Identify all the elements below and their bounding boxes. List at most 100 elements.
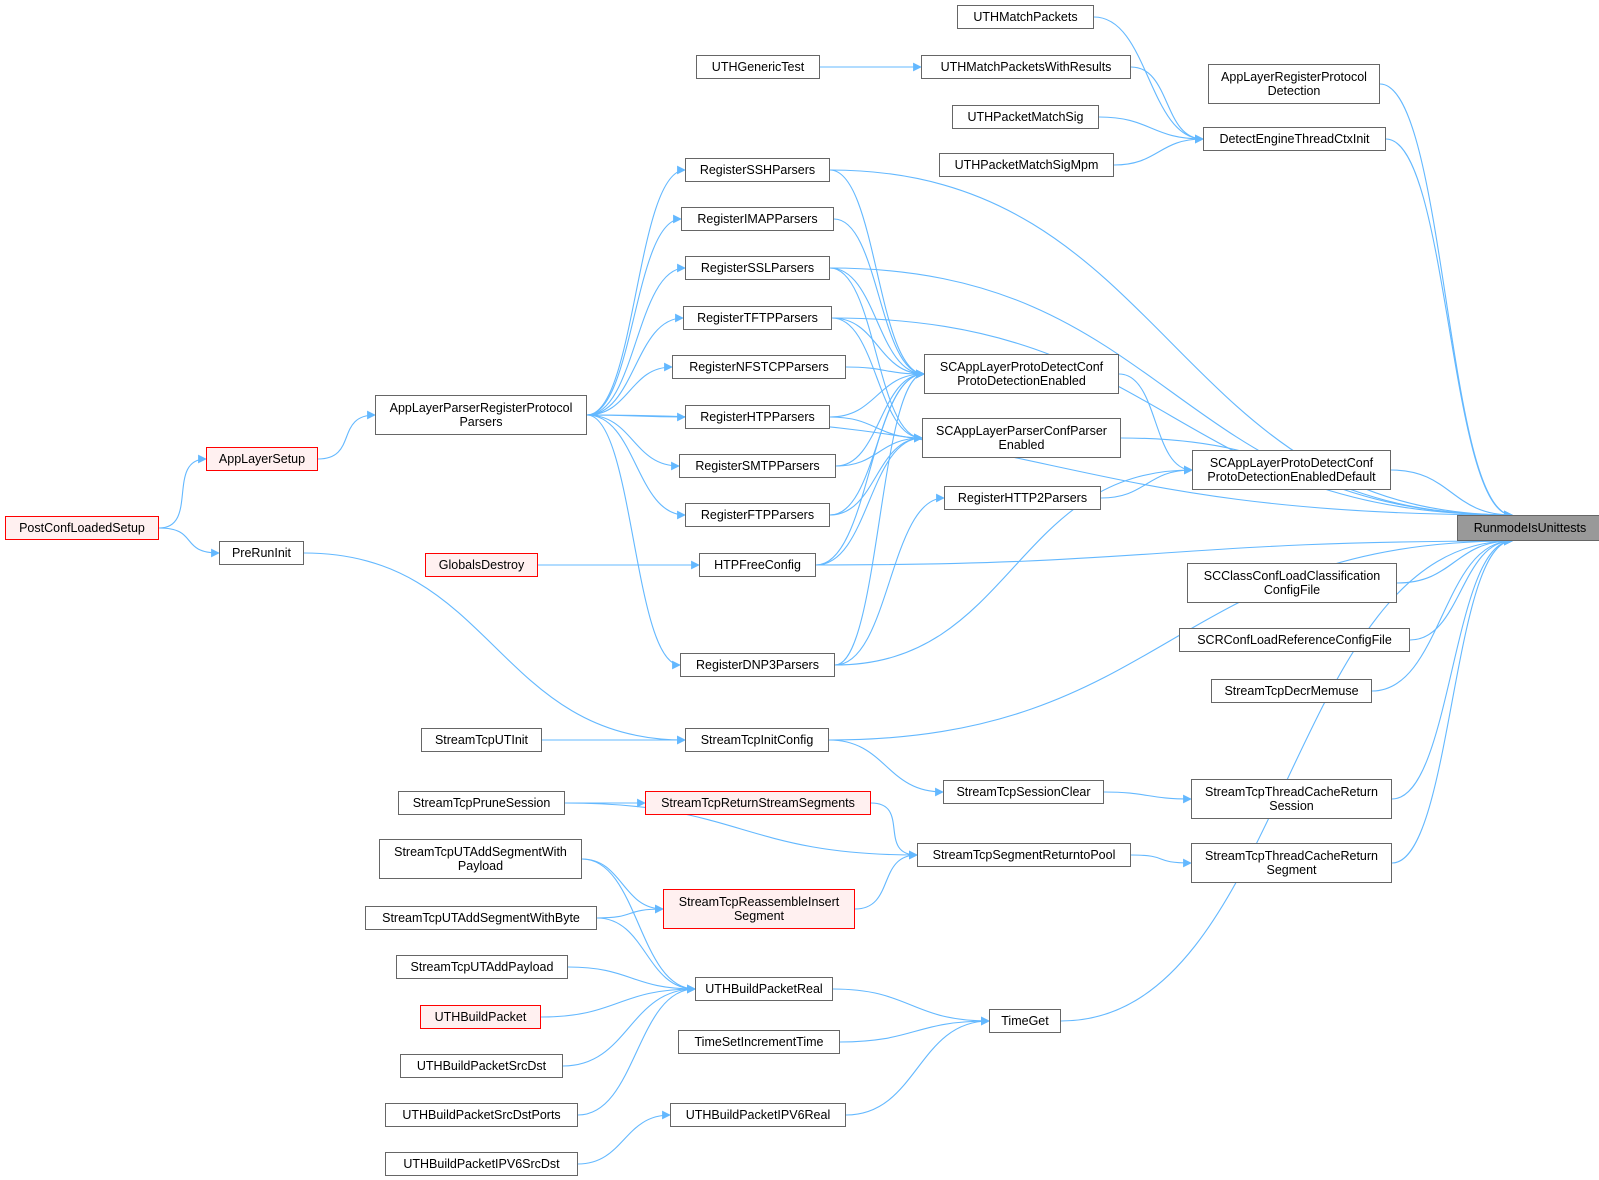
- edge-alparser-to-tftp: [586, 313, 684, 416]
- edge-postconf-to-prerun: [158, 527, 220, 558]
- edge-alparser-to-imap: [586, 214, 682, 416]
- node-uthsigmpm[interactable]: UTHPacketMatchSigMpm: [939, 153, 1114, 177]
- edge-tftp-to-root: [831, 317, 1513, 520]
- node-utaddpay[interactable]: StreamTcpUTAddPayload: [396, 955, 568, 979]
- edge-scdetect-to-scdetectdef: [1118, 373, 1193, 475]
- node-uthgeneric[interactable]: UTHGenericTest: [696, 55, 820, 79]
- edge-scref-to-root: [1409, 536, 1513, 641]
- node-ipv6srcdst[interactable]: UTHBuildPacketIPV6SrcDst: [385, 1152, 578, 1176]
- edge-buildpkt-to-buildreal: [540, 984, 696, 1018]
- edge-ssl-to-scdetect: [829, 267, 925, 379]
- edge-dnp3-to-http2: [834, 493, 945, 666]
- node-cacheseg[interactable]: StreamTcpThreadCacheReturn Segment: [1191, 843, 1392, 883]
- node-nfs[interactable]: RegisterNFSTCPParsers: [672, 355, 846, 379]
- node-timeget[interactable]: TimeGet: [989, 1009, 1061, 1033]
- node-buildreal[interactable]: UTHBuildPacketReal: [695, 977, 833, 1001]
- edge-srcdst-to-buildreal: [562, 984, 696, 1067]
- node-srcdstports[interactable]: UTHBuildPacketSrcDstPorts: [385, 1103, 578, 1127]
- edge-addbyte-to-buildreal: [596, 917, 696, 994]
- node-prerun[interactable]: PreRunInit: [219, 541, 304, 565]
- node-ipv6real[interactable]: UTHBuildPacketIPV6Real: [670, 1103, 846, 1127]
- edge-segpool-to-cacheseg: [1130, 854, 1192, 868]
- node-uthmatchres[interactable]: UTHMatchPacketsWithResults: [921, 55, 1131, 79]
- edge-htp-to-scparser: [829, 416, 923, 443]
- node-htpfree[interactable]: HTPFreeConfig: [699, 553, 816, 577]
- edge-cacheseg-to-root: [1391, 536, 1513, 864]
- node-scref[interactable]: SCRConfLoadReferenceConfigFile: [1179, 628, 1410, 652]
- node-scdetectdef[interactable]: SCAppLayerProtoDetectConf ProtoDetection…: [1192, 450, 1391, 490]
- edge-alparser-to-dnp3: [586, 414, 681, 670]
- node-uthsig[interactable]: UTHPacketMatchSig: [952, 105, 1099, 129]
- edge-uthmatch-to-detectctx: [1093, 16, 1204, 144]
- edge-initconf-to-root: [828, 536, 1513, 741]
- edge-cachesess-to-root: [1391, 536, 1513, 800]
- edge-reasm-to-segpool: [854, 850, 918, 910]
- edge-ssl-to-scparser: [829, 267, 923, 443]
- edge-nfs-to-scdetect: [845, 366, 925, 379]
- node-ssl[interactable]: RegisterSSLParsers: [685, 256, 830, 280]
- node-buildpkt[interactable]: UTHBuildPacket: [420, 1005, 541, 1029]
- edge-scdetectdef-to-root: [1390, 469, 1513, 520]
- node-retsegs[interactable]: StreamTcpReturnStreamSegments: [645, 791, 871, 815]
- node-srcdst[interactable]: UTHBuildPacketSrcDst: [400, 1054, 563, 1078]
- edge-smtp-to-scdetect: [835, 369, 925, 467]
- edge-alparser-to-ssh: [586, 165, 686, 416]
- edge-uthmatchres-to-detectctx: [1130, 66, 1204, 144]
- node-scdetect[interactable]: SCAppLayerProtoDetectConf ProtoDetection…: [924, 354, 1119, 394]
- node-utinit[interactable]: StreamTcpUTInit: [421, 728, 542, 752]
- node-sessclear[interactable]: StreamTcpSessionClear: [943, 780, 1104, 804]
- node-detectctx[interactable]: DetectEngineThreadCtxInit: [1203, 127, 1386, 151]
- node-cachesess[interactable]: StreamTcpThreadCacheReturn Session: [1191, 779, 1392, 819]
- edge-scclass-to-root: [1396, 536, 1513, 584]
- node-alregdet[interactable]: AppLayerRegisterProtocol Detection: [1208, 64, 1380, 104]
- edge-tftp-to-scparser: [831, 317, 923, 443]
- node-scclass[interactable]: SCClassConfLoadClassification ConfigFile: [1187, 563, 1397, 603]
- node-root: RunmodeIsUnittests: [1457, 515, 1599, 541]
- edge-alsetup-to-alparser: [317, 410, 376, 460]
- edge-addpayload-to-reasm: [581, 858, 664, 914]
- node-smtp[interactable]: RegisterSMTPParsers: [679, 454, 836, 478]
- node-tftp[interactable]: RegisterTFTPParsers: [683, 306, 832, 330]
- edge-alregdet-to-root: [1379, 83, 1513, 520]
- edge-ssh-to-scdetect: [829, 169, 925, 379]
- node-decrmem[interactable]: StreamTcpDecrMemuse: [1211, 679, 1372, 703]
- node-initconf[interactable]: StreamTcpInitConfig: [685, 728, 829, 752]
- edge-utaddpay-to-buildreal: [567, 966, 696, 994]
- edge-postconf-to-alsetup: [158, 454, 207, 529]
- edge-addpayload-to-buildreal: [581, 858, 696, 994]
- edge-uthsig-to-detectctx: [1098, 116, 1204, 144]
- node-alparser[interactable]: AppLayerParserRegisterProtocol Parsers: [375, 395, 587, 435]
- node-alsetup[interactable]: AppLayerSetup: [206, 447, 318, 471]
- node-uthmatch[interactable]: UTHMatchPackets: [957, 5, 1094, 29]
- edge-prune-to-segpool: [564, 802, 918, 860]
- node-htp[interactable]: RegisterHTPParsers: [685, 405, 830, 429]
- edge-retsegs-to-segpool: [870, 802, 918, 860]
- node-timeset[interactable]: TimeSetIncrementTime: [678, 1030, 840, 1054]
- edge-timeset-to-timeget: [839, 1016, 990, 1043]
- edge-alparser-to-ssl: [586, 263, 686, 416]
- edge-htpfree-to-root: [815, 536, 1513, 566]
- edge-addbyte-to-reasm: [596, 904, 664, 919]
- node-addpayload[interactable]: StreamTcpUTAddSegmentWith Payload: [379, 839, 582, 879]
- node-ftp[interactable]: RegisterFTPParsers: [685, 503, 830, 527]
- node-dnp3[interactable]: RegisterDNP3Parsers: [680, 653, 835, 677]
- edge-htp-to-scdetect: [829, 369, 925, 418]
- node-prune[interactable]: StreamTcpPruneSession: [398, 791, 565, 815]
- node-scparser[interactable]: SCAppLayerParserConfParser Enabled: [922, 418, 1121, 458]
- node-postconf[interactable]: PostConfLoadedSetup: [5, 516, 159, 540]
- node-reasm[interactable]: StreamTcpReassembleInsert Segment: [663, 889, 855, 929]
- node-imap[interactable]: RegisterIMAPParsers: [681, 207, 834, 231]
- edge-tftp-to-scdetect: [831, 317, 925, 379]
- edge-ipv6real-to-timeget: [845, 1016, 990, 1116]
- node-ssh[interactable]: RegisterSSHParsers: [685, 158, 830, 182]
- node-segpool[interactable]: StreamTcpSegmentReturntoPool: [917, 843, 1131, 867]
- edge-http2-to-scdetectdef: [1100, 465, 1193, 499]
- node-http2[interactable]: RegisterHTTP2Parsers: [944, 486, 1101, 510]
- node-globals[interactable]: GlobalsDestroy: [425, 553, 538, 577]
- edge-detectctx-to-root: [1385, 138, 1513, 520]
- edge-alparser-to-ftp: [586, 414, 686, 520]
- node-addbyte[interactable]: StreamTcpUTAddSegmentWithByte: [365, 906, 597, 930]
- edge-ssh-to-root: [829, 169, 1513, 520]
